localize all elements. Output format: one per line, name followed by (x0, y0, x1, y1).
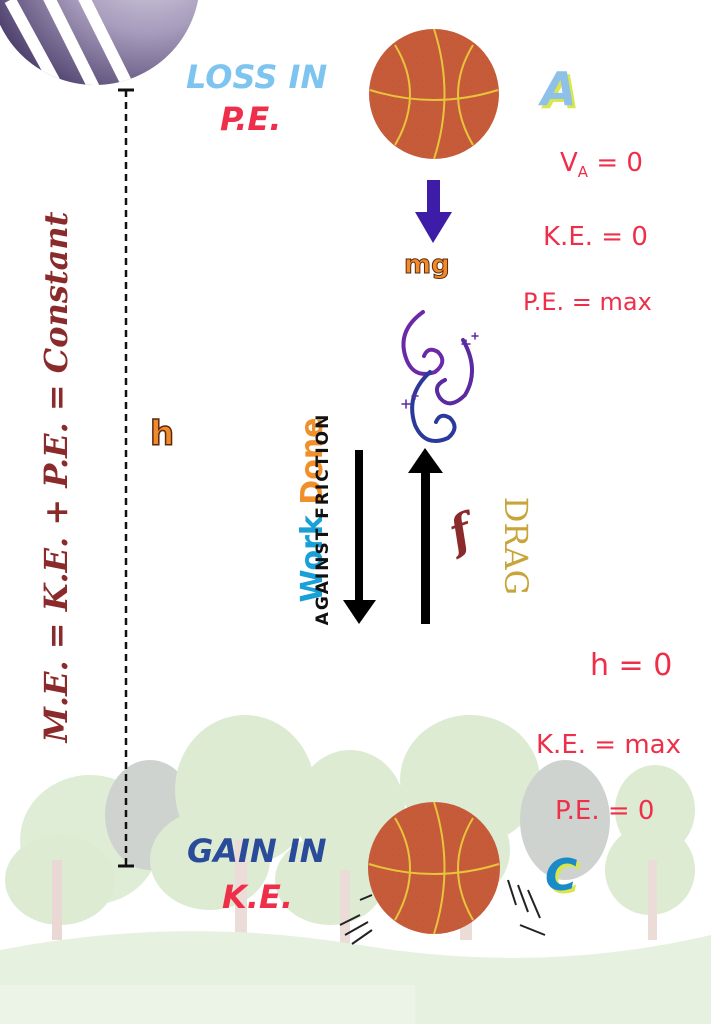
equals-sign: = (37, 622, 75, 650)
constant-term: Constant (37, 211, 75, 374)
height-dashed-line (118, 88, 134, 868)
drag-label: DRAG (497, 496, 535, 596)
velocity-symbol: V (560, 148, 578, 178)
velocity-subscript: A (577, 163, 589, 181)
arrow-down-icon (415, 180, 452, 243)
velocity-a-equation: VA = 0 (560, 148, 643, 181)
bottom-h-equation: h = 0 (590, 648, 673, 683)
ke-term: K.E. (37, 536, 75, 612)
striped-ball-icon (0, 0, 199, 85)
weight-label: mg (404, 250, 451, 281)
top-pe-equation: P.E. = max (523, 288, 652, 316)
gain-in-label: GAIN IN (187, 832, 327, 870)
arrow-down-icon (343, 450, 376, 624)
swirl-icon (401, 310, 479, 443)
loss-pe-label: P.E. (220, 100, 282, 138)
velocity-value: = 0 (596, 148, 643, 178)
bottom-pe-equation: P.E. = 0 (555, 796, 655, 826)
loss-in-label: LOSS IN (186, 58, 328, 96)
pe-term: P.E. (37, 422, 75, 488)
gain-ke-label: K.E. (222, 878, 293, 916)
point-c-label: C (545, 850, 578, 901)
top-ke-equation: K.E. = 0 (543, 222, 648, 252)
arrow-up-icon (408, 448, 443, 624)
bottom-ke-equation: K.E. = max (536, 730, 681, 760)
against-friction-label: AGAINST FRICTION (313, 412, 333, 626)
plus-sign: + (37, 498, 75, 526)
basketball-icon (369, 28, 499, 160)
conservation-equation: M.E. = K.E. + P.E. = Constant (36, 87, 76, 867)
equals-sign: = (37, 384, 75, 412)
height-label: h (149, 413, 175, 455)
impact-lines (339, 879, 546, 945)
me-term: M.E. (37, 660, 75, 743)
basketball-icon (368, 801, 500, 935)
point-a-label: A (541, 62, 577, 116)
